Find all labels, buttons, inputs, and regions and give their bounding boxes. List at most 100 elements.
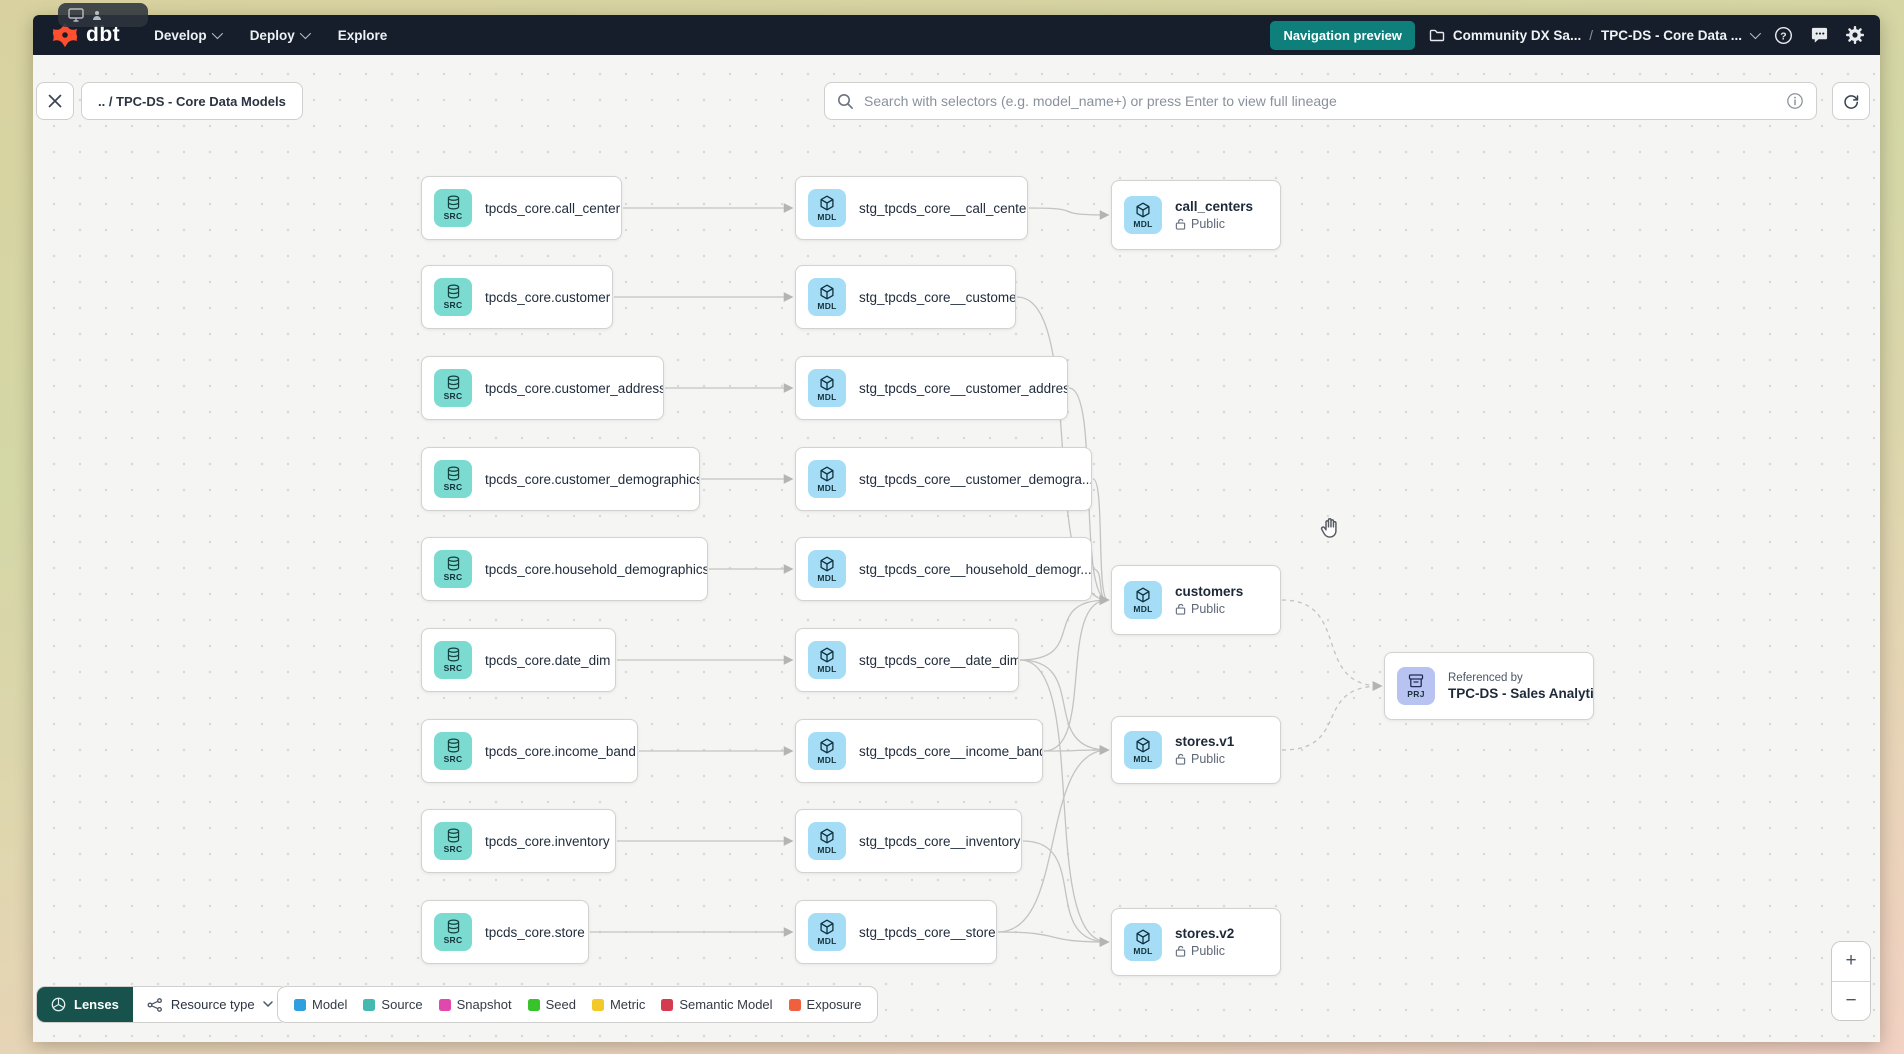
node-label: stg_tpcds_core__customer_demogra...	[859, 471, 1092, 487]
legend-item-seed: Seed	[527, 997, 576, 1012]
search-icon	[838, 93, 853, 109]
resource-type-button[interactable]: Resource type	[132, 987, 287, 1022]
chevron-down-icon	[299, 27, 311, 40]
folder-icon	[1429, 29, 1445, 42]
node-access: Public	[1175, 944, 1234, 958]
src-badge-icon: SRC	[434, 641, 472, 679]
mdl-badge-icon: MDL	[808, 278, 846, 316]
edge-stg_call_center-to-call_centers	[1028, 207, 1110, 220]
nav-item-explore[interactable]: Explore	[337, 27, 388, 43]
main-nav: Develop Deploy Explore	[154, 28, 387, 43]
src-badge-icon: SRC	[434, 189, 472, 227]
node-label: tpcds_core.income_band	[485, 743, 636, 759]
mdl-badge-icon: MDL	[1124, 731, 1162, 769]
edge-stg_date_dim-to-customers	[1019, 595, 1110, 661]
dbt-logo[interactable]: dbt	[51, 21, 120, 49]
chevron-down-icon	[262, 1001, 273, 1008]
person-icon	[93, 11, 101, 20]
node-access: Public	[1175, 217, 1253, 231]
legend-swatch	[438, 998, 451, 1011]
node-label: customers	[1175, 584, 1244, 599]
mdl-badge-icon: MDL	[808, 189, 846, 227]
edge-stg_date_dim-to-stores_v1	[1019, 659, 1110, 755]
node-label: tpcds_core.store	[485, 924, 585, 940]
public-lock-icon	[1175, 603, 1186, 615]
lenses-button[interactable]: Lenses	[37, 987, 133, 1022]
lens-controls: Lenses Resource type	[36, 986, 288, 1023]
prj-badge-icon: PRJ	[1397, 667, 1435, 705]
account-breadcrumb[interactable]: Community DX Sa... / TPC-DS - Core Data …	[1429, 28, 1762, 43]
edge-stg_store-to-stores_v2	[997, 931, 1110, 947]
zoom-out-button[interactable]: −	[1832, 981, 1870, 1020]
navigation-preview-button[interactable]: Navigation preview	[1270, 20, 1415, 50]
legend-swatch	[527, 998, 540, 1011]
edge-stg_store-to-stores_v1	[997, 745, 1110, 933]
svg-text:?: ?	[1780, 31, 1786, 42]
src-badge-icon: SRC	[434, 460, 472, 498]
legend-swatch	[294, 998, 306, 1011]
nav-item-deploy[interactable]: Deploy	[250, 27, 311, 43]
lineage-breadcrumb-chip[interactable]: .. / TPC-DS - Core Data Models	[81, 82, 303, 120]
legend-item-model: Model	[294, 997, 347, 1012]
edge-stg_date_dim-to-stores_v2	[1019, 659, 1110, 947]
info-icon[interactable]	[1786, 92, 1804, 110]
mdl-badge-icon: MDL	[808, 641, 846, 679]
mdl-badge-icon: MDL	[808, 369, 846, 407]
refresh-lineage-button[interactable]	[1832, 82, 1870, 120]
legend-item-exposure: Exposure	[788, 997, 861, 1012]
node-referenced-by: Referenced by	[1448, 671, 1523, 684]
edge-stg_income_band-to-stores_v1	[1043, 745, 1110, 755]
feedback-icon[interactable]	[1808, 24, 1830, 46]
top-navbar: dbt Develop Deploy Explore Navigation pr…	[33, 15, 1880, 55]
mdl-badge-icon: MDL	[1124, 581, 1162, 619]
lineage-search	[824, 82, 1817, 120]
lineage-node-stg_date_dim[interactable]: MDL stg_tpcds_core__date_dim	[795, 628, 1019, 692]
edge-customers-to-prj_sales	[1281, 599, 1383, 691]
zoom-in-button[interactable]: +	[1832, 942, 1870, 981]
edge-stg_inventory-to-stores_v2	[1022, 840, 1110, 947]
resource-graph-icon	[147, 997, 162, 1012]
node-access: Public	[1175, 602, 1243, 616]
app-window: dbt Develop Deploy Explore Navigation pr…	[33, 15, 1880, 1042]
mdl-badge-icon: MDL	[808, 822, 846, 860]
search-input[interactable]	[864, 93, 1776, 109]
node-label: stg_tpcds_core__date_dim	[859, 652, 1019, 668]
close-lineage-button[interactable]	[36, 82, 74, 120]
settings-gear-icon[interactable]	[1844, 24, 1866, 46]
mdl-badge-icon: MDL	[1124, 196, 1162, 234]
chevron-down-icon	[211, 27, 223, 40]
legend-item-snapshot: Snapshot	[438, 997, 512, 1012]
divider	[1832, 980, 1870, 982]
nav-item-develop[interactable]: Develop	[154, 27, 223, 43]
node-label: call_centers	[1175, 199, 1254, 214]
edge-stores_v1-to-prj_sales	[1281, 681, 1383, 751]
help-icon[interactable]: ?	[1772, 24, 1794, 46]
legend-item-semantic-model: Semantic Model	[661, 997, 773, 1012]
public-lock-icon	[1175, 945, 1186, 957]
edge-stg_income_band-to-customers	[1043, 595, 1110, 752]
